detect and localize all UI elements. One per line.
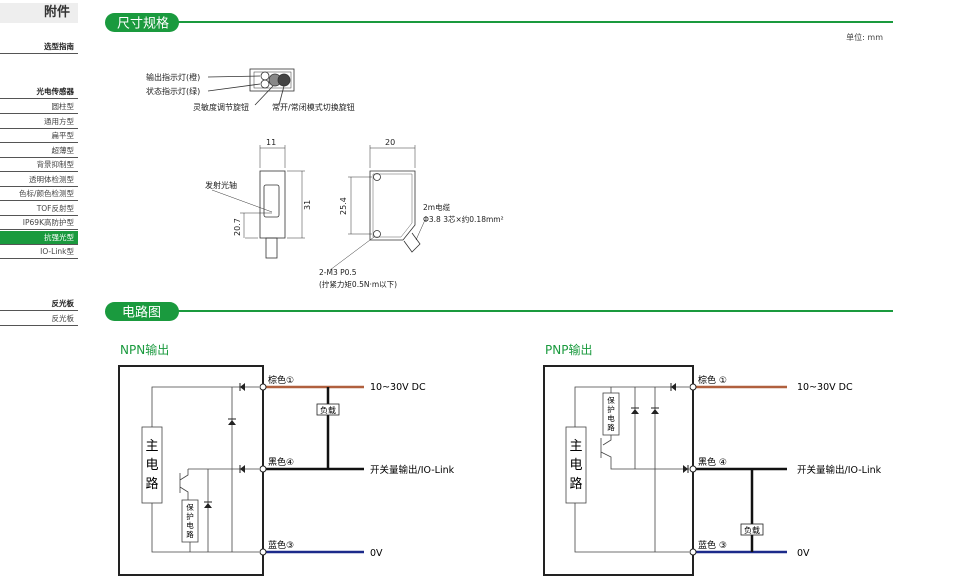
svg-text:25.4: 25.4 [339,197,348,215]
pnp-circuit: PNP输出 负载 主 电 路 保 护 电 路 棕色 ① 黑色 ④ 蓝色 ③ 10… [543,342,882,576]
svg-text:主: 主 [145,439,158,454]
svg-text:蓝色③: 蓝色③ [268,539,294,551]
svg-text:10~30V DC: 10~30V DC [370,382,426,393]
section-header-dimensions: 尺寸规格 [105,13,893,32]
top-view-drawing [207,68,295,106]
svg-text:0V: 0V [797,548,810,559]
sidebar-item[interactable]: 透明体检测型 [0,173,78,187]
svg-text:电: 电 [569,458,582,473]
svg-text:31: 31 [303,200,312,210]
svg-text:开关量输出/IO-Link: 开关量输出/IO-Link [797,464,882,476]
svg-text:主: 主 [569,439,582,454]
side-view-drawing [329,145,426,271]
svg-text:常开/常闭模式切换旋钮: 常开/常闭模式切换旋钮 [272,102,355,112]
section-title: 电路图 [122,305,161,321]
svg-text:灵敏度调节旋钮: 灵敏度调节旋钮 [193,102,249,112]
svg-text:护: 护 [186,511,194,521]
svg-text:NPN输出: NPN输出 [120,342,169,357]
svg-text:2-M3 P0.5: 2-M3 P0.5 [319,268,357,277]
sidebar-item[interactable]: 超薄型 [0,144,78,158]
sidebar-item[interactable]: IO-Link型 [0,245,78,259]
sidebar-item[interactable]: IP69K高防护型 [0,216,78,230]
svg-text:电: 电 [607,413,615,423]
svg-text:棕色①: 棕色① [268,374,294,386]
npn-circuit: NPN输出 负载 主 电 路 保 护 电 路 棕色① 黑色④ 蓝色③ 10~30… [118,342,455,576]
sidebar-item[interactable]: 反光板 [0,312,78,326]
sidebar-item[interactable]: 抗强光型 [0,230,78,245]
svg-text:保: 保 [607,396,615,405]
svg-text:10~30V DC: 10~30V DC [797,382,853,393]
svg-text:PNP输出: PNP输出 [545,342,592,357]
unit-label: 单位: mm [846,32,883,42]
sidebar-item[interactable]: 反光板 [0,297,78,311]
sidebar-item[interactable]: 光电传感器 [0,85,78,99]
svg-text:电: 电 [186,520,194,530]
svg-text:发射光轴: 发射光轴 [205,180,237,190]
svg-text:2m电缆: 2m电缆 [423,202,451,212]
section-title: 尺寸规格 [117,16,169,32]
sidebar-item[interactable]: 背景抑制型 [0,158,78,172]
svg-text:Φ3.8 3芯×约0.18mm²: Φ3.8 3芯×约0.18mm² [423,214,504,224]
svg-text:棕色 ①: 棕色 ① [698,374,727,386]
svg-text:(拧紧力矩0.5N·m以下): (拧紧力矩0.5N·m以下) [319,279,397,289]
front-view-drawing [211,145,305,259]
svg-text:电: 电 [145,458,158,473]
svg-text:路: 路 [186,529,194,539]
sidebar-item[interactable]: 色标/颜色检测型 [0,187,78,201]
sidebar-item[interactable]: 扁平型 [0,129,78,143]
svg-text:负载: 负载 [320,405,336,415]
sidebar-header: 附件 [0,3,78,23]
sidebar-item[interactable]: 选型指南 [0,40,78,54]
svg-text:黑色 ④: 黑色 ④ [698,456,727,468]
section-header-circuit: 电路图 [105,302,893,321]
svg-text:路: 路 [145,476,158,492]
sidebar-item[interactable]: 圆柱型 [0,100,78,114]
svg-text:路: 路 [569,476,582,492]
sidebar-item[interactable]: TOF反射型 [0,202,78,216]
svg-text:路: 路 [607,422,615,432]
svg-text:20.7: 20.7 [233,218,242,236]
sidebar-item[interactable]: 通用方型 [0,115,78,129]
svg-text:黑色④: 黑色④ [268,456,294,468]
svg-text:输出指示灯(橙): 输出指示灯(橙) [146,72,200,82]
svg-text:开关量输出/IO-Link: 开关量输出/IO-Link [370,464,455,476]
svg-text:负载: 负载 [744,525,760,535]
svg-text:护: 护 [607,404,615,414]
svg-text:蓝色 ③: 蓝色 ③ [698,539,727,551]
svg-text:11: 11 [266,138,276,147]
svg-text:0V: 0V [370,548,383,559]
svg-text:20: 20 [385,138,395,147]
svg-text:保: 保 [186,503,194,512]
svg-text:状态指示灯(绿): 状态指示灯(绿) [146,86,200,96]
